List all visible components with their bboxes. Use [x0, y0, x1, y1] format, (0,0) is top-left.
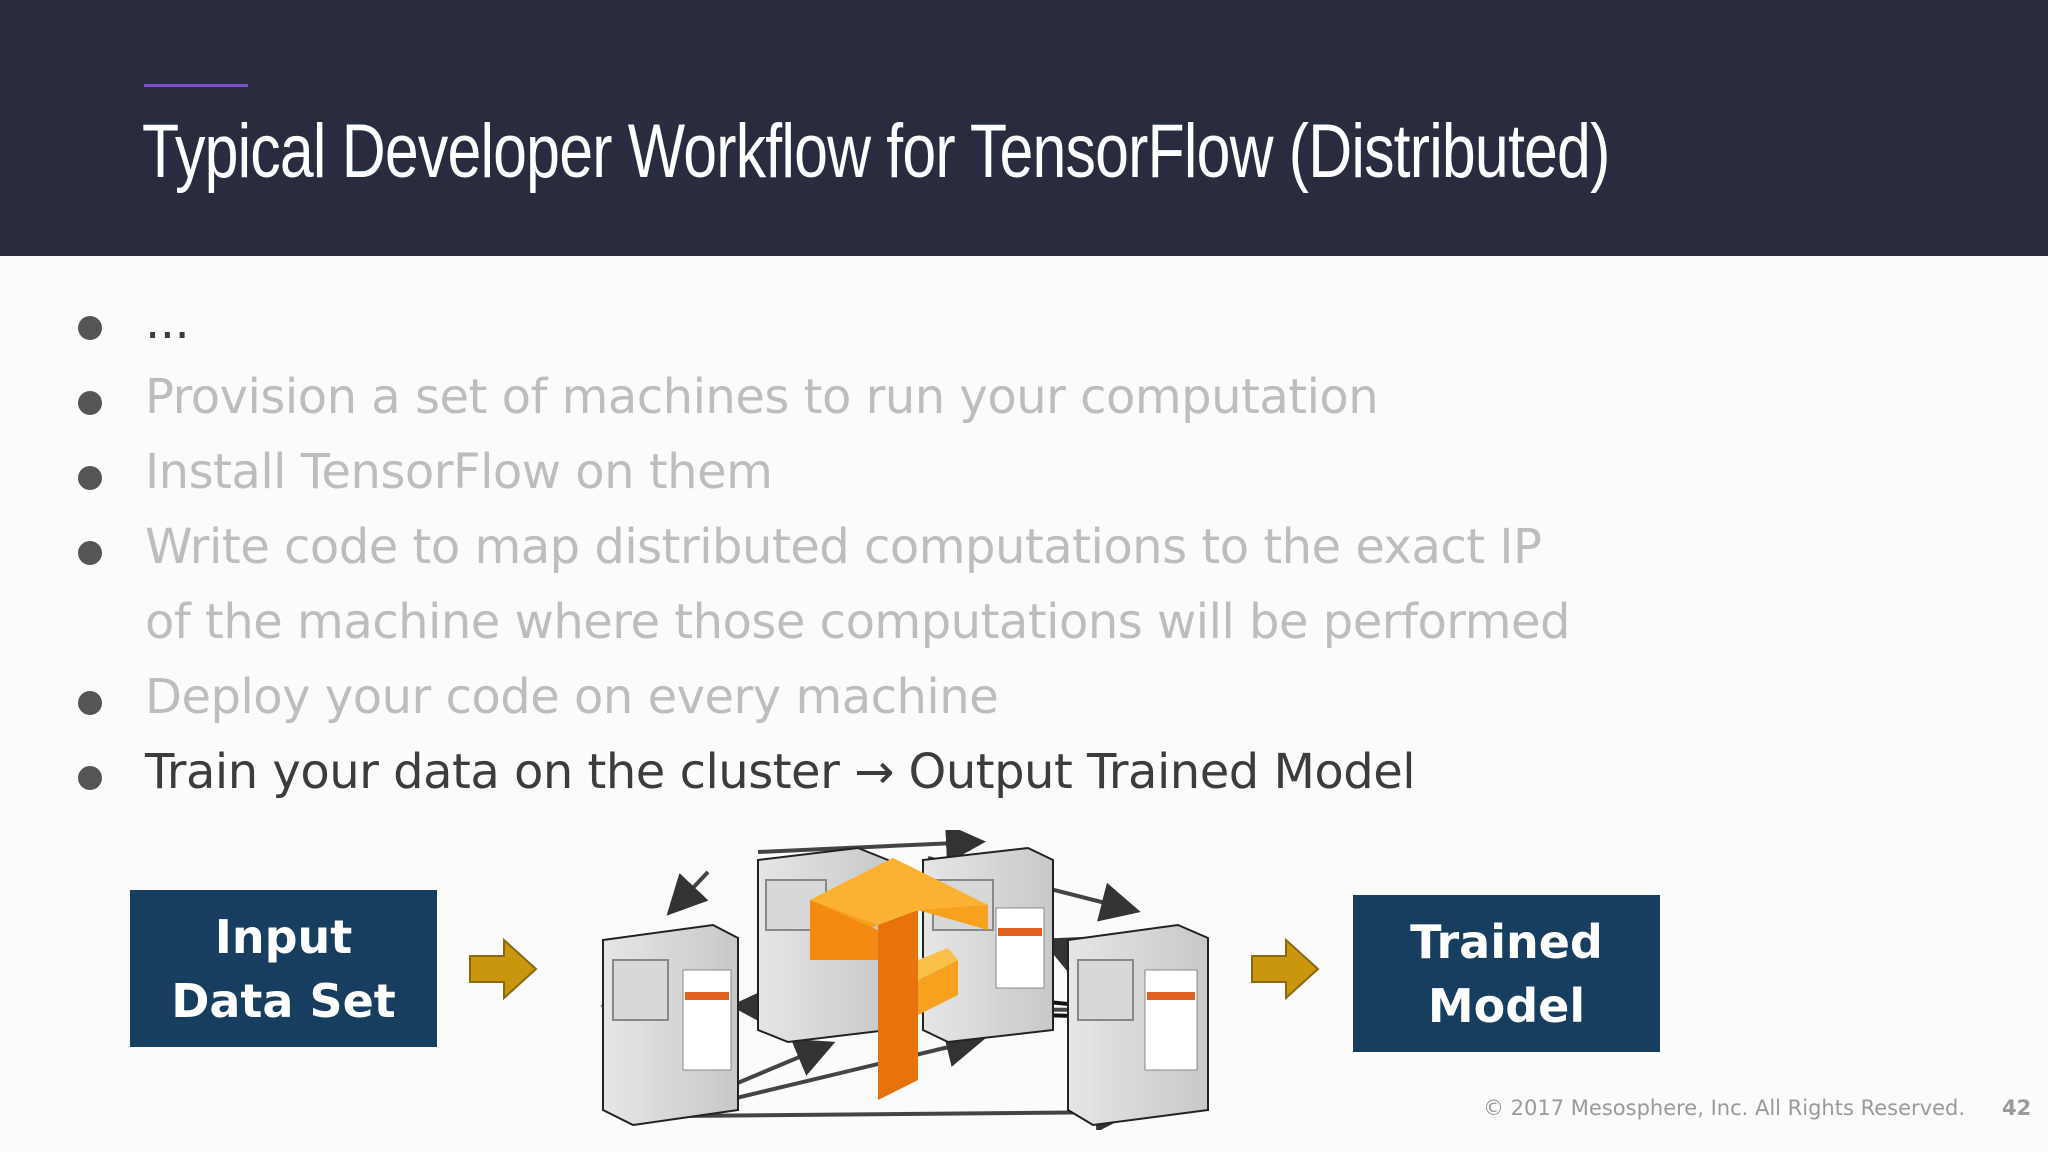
title-accent-line: [144, 84, 248, 87]
trained-model-box: Trained Model: [1353, 895, 1660, 1052]
slide-title: Typical Developer Workflow for TensorFlo…: [142, 109, 1610, 194]
bullet-text: of the machine where those computations …: [145, 594, 1570, 650]
bullet-dot: [78, 541, 102, 565]
bullet-text: ...: [145, 294, 190, 350]
copyright-text: © 2017 Mesosphere, Inc. All Rights Reser…: [1483, 1096, 1966, 1120]
bullet-dot: [78, 691, 102, 715]
bullet-dot: [78, 466, 102, 490]
tensorflow-logo-icon: [810, 858, 988, 1100]
bullet-text: Write code to map distributed computatio…: [145, 519, 1542, 575]
bullet-text: Deploy your code on every machine: [145, 669, 999, 725]
server-cluster-icon: [600, 830, 1210, 1130]
bullet-dot: [78, 766, 102, 790]
bullet-text: Install TensorFlow on them: [145, 444, 773, 500]
bullet-dot: [78, 316, 102, 340]
right-arrow-icon: [1251, 938, 1320, 1000]
bullet-dot: [78, 391, 102, 415]
right-arrow-icon: [469, 938, 538, 1000]
page-number: 42: [2002, 1096, 2032, 1120]
bullet-text: Provision a set of machines to run your …: [145, 369, 1379, 425]
output-box-line1: Trained: [1410, 914, 1603, 969]
bullet-text: Train your data on the cluster → Output …: [145, 744, 1416, 800]
input-data-set-box: Input Data Set: [130, 890, 437, 1047]
output-box-line2: Model: [1427, 978, 1586, 1033]
slide-header: Typical Developer Workflow for TensorFlo…: [0, 0, 2048, 256]
input-box-line1: Input: [214, 909, 353, 964]
input-box-line2: Data Set: [171, 973, 396, 1028]
